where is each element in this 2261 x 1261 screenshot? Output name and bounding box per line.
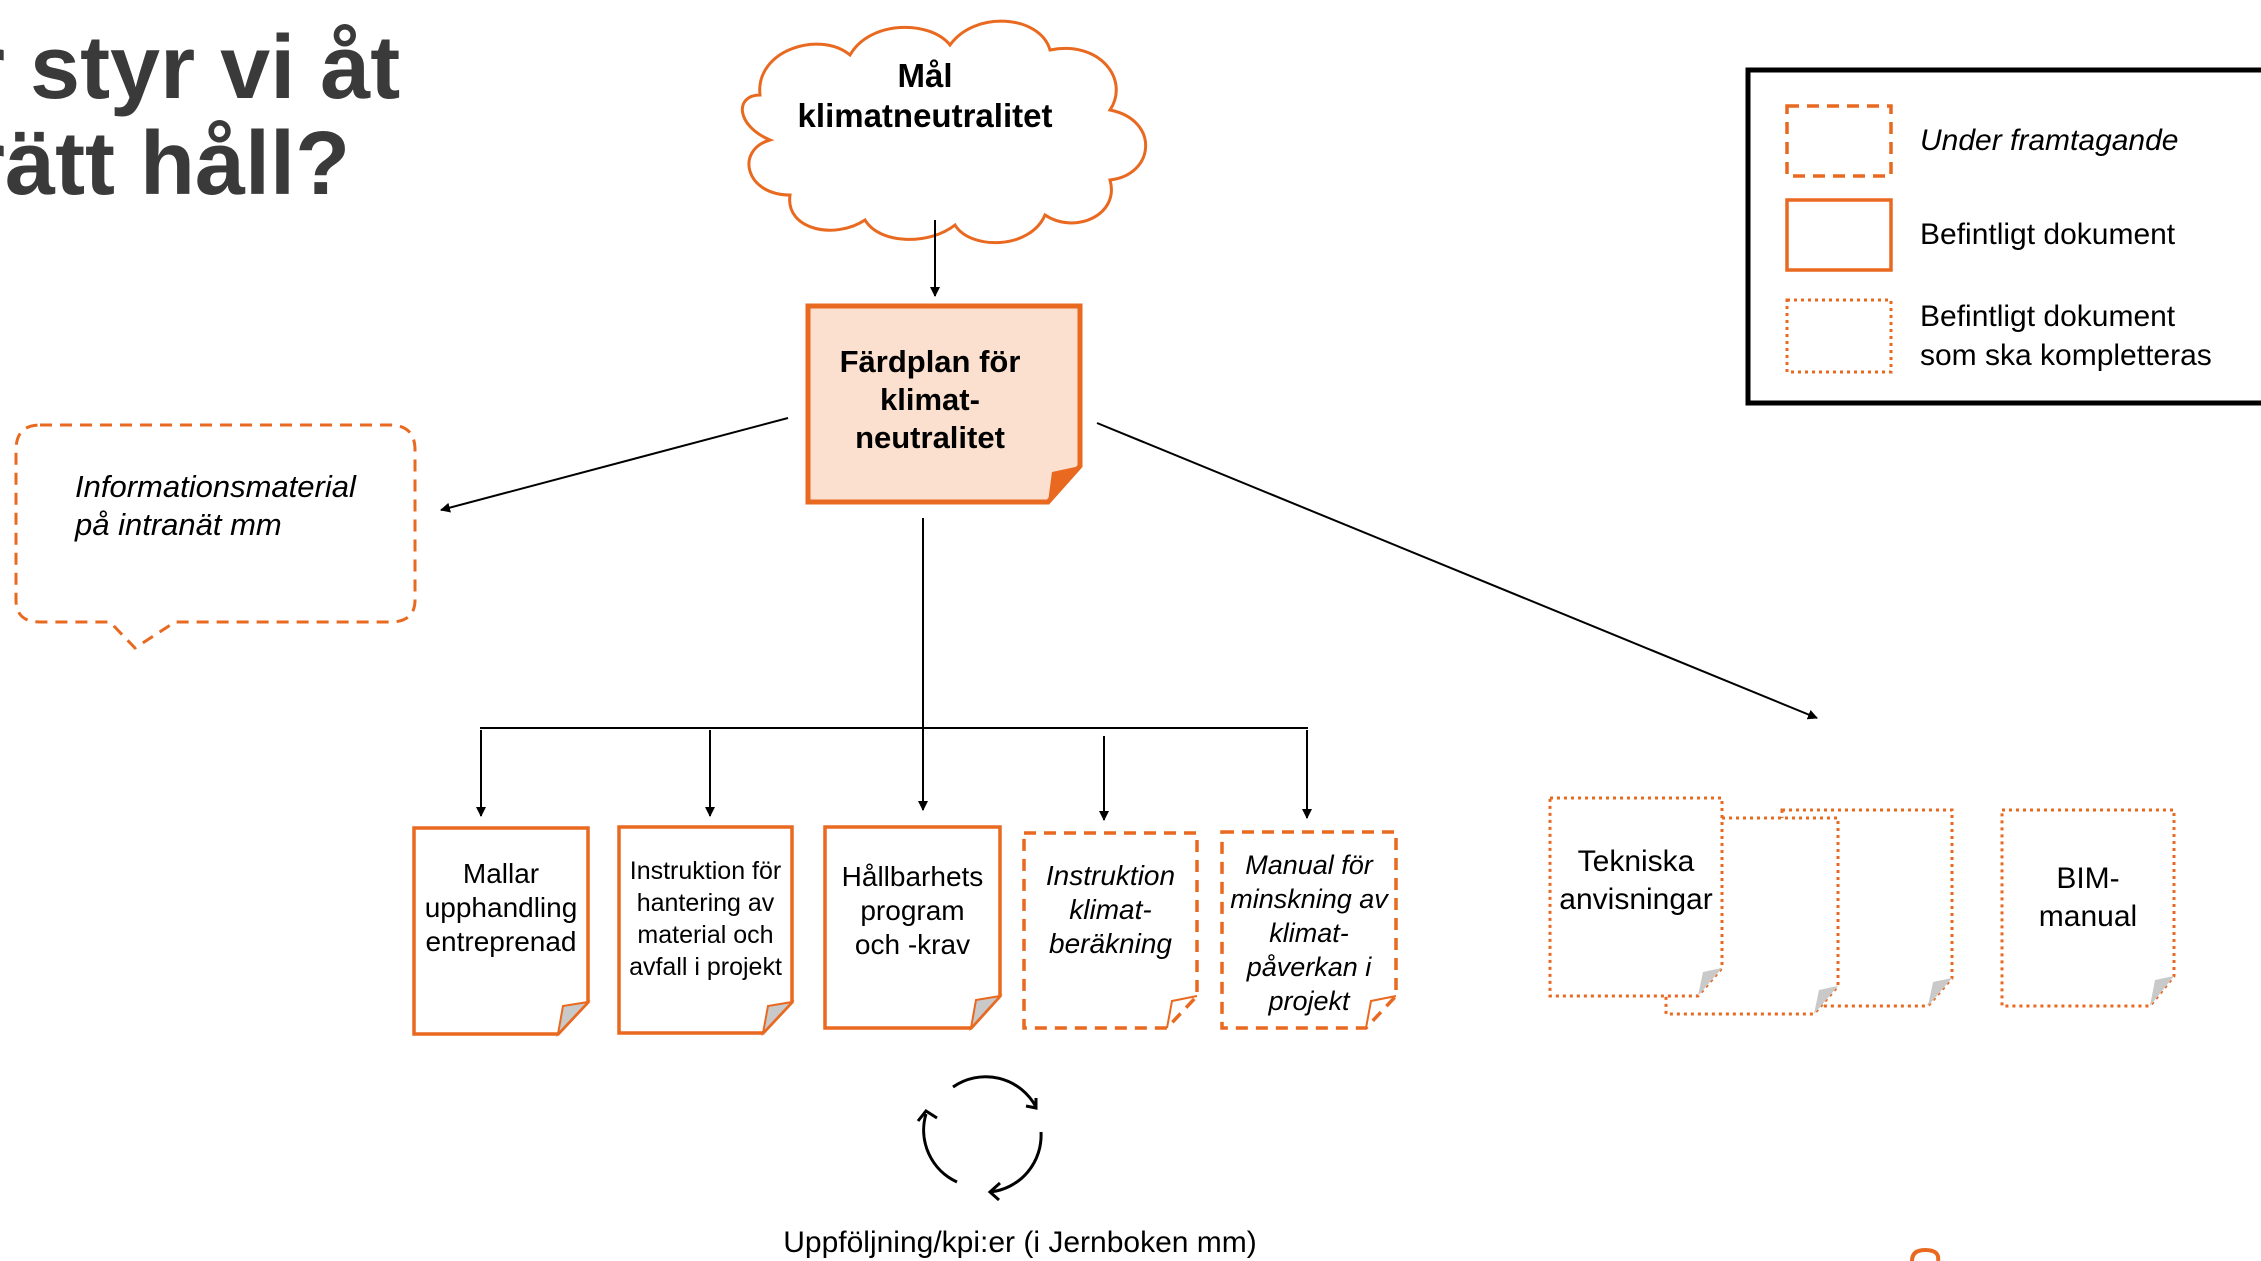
logo-fragment [1910, 1247, 1941, 1261]
doc-label-4: Instruktion klimat- beräkning [1045, 860, 1176, 959]
tech-doc-label: Tekniska anvisningar [1559, 845, 1713, 916]
roadmap-label: Färdplan för klimat- neutralitet [839, 344, 1021, 455]
fold-icon [1166, 995, 1198, 1029]
info-bubble [14, 423, 417, 650]
doc-box-5 [1220, 830, 1398, 1030]
tech-doc-front [1548, 796, 1724, 998]
fold-icon [2150, 976, 2174, 1006]
fold-icon [1814, 986, 1838, 1014]
legend-label-existing: Befintligt dokument [1920, 218, 2176, 251]
doc-label-5: Manual för minskning av klimat- påverkan… [1230, 850, 1388, 1016]
arrow-roadmap-to-info [440, 417, 789, 513]
legend-label-in-progress: Under framtagande [1920, 124, 2179, 157]
fold-icon [556, 1000, 591, 1038]
fold-icon [1365, 995, 1397, 1029]
doc-label-3: Hållbarhets program och -krav [841, 861, 984, 960]
legend-swatch-to-complete [1785, 298, 1893, 374]
fold-icon [969, 994, 1003, 1032]
goal-cloud [741, 19, 1148, 245]
fold-icon [1048, 466, 1080, 502]
legend-swatch-existing [1785, 198, 1893, 272]
fold-icon [1928, 978, 1952, 1006]
goal-cloud-label: Mål klimatneutralitet [797, 57, 1053, 134]
doc-label-2: Instruktion för hantering av material oc… [629, 857, 782, 981]
fold-icon [761, 1000, 795, 1037]
page-title: r styr vi åt rätt håll? [0, 18, 401, 214]
bim-label: BIM- manual [2038, 862, 2138, 933]
arrow-roadmap-to-tech [1096, 422, 1818, 720]
legend-label-to-complete: Befintligt dokument som ska kompletteras [1920, 300, 2212, 372]
doc-box-4 [1022, 831, 1199, 1030]
info-bubble-label: Informationsmaterial på intranät mm [75, 469, 356, 542]
fold-icon [1698, 968, 1722, 996]
cycle-icon [916, 1075, 1043, 1202]
doc-label-1: Mallar upphandling entreprenad [424, 858, 578, 957]
legend-swatch-in-progress [1785, 104, 1893, 178]
followup-caption: Uppföljning/kpi:er (i Jernboken mm) [783, 1226, 1257, 1259]
